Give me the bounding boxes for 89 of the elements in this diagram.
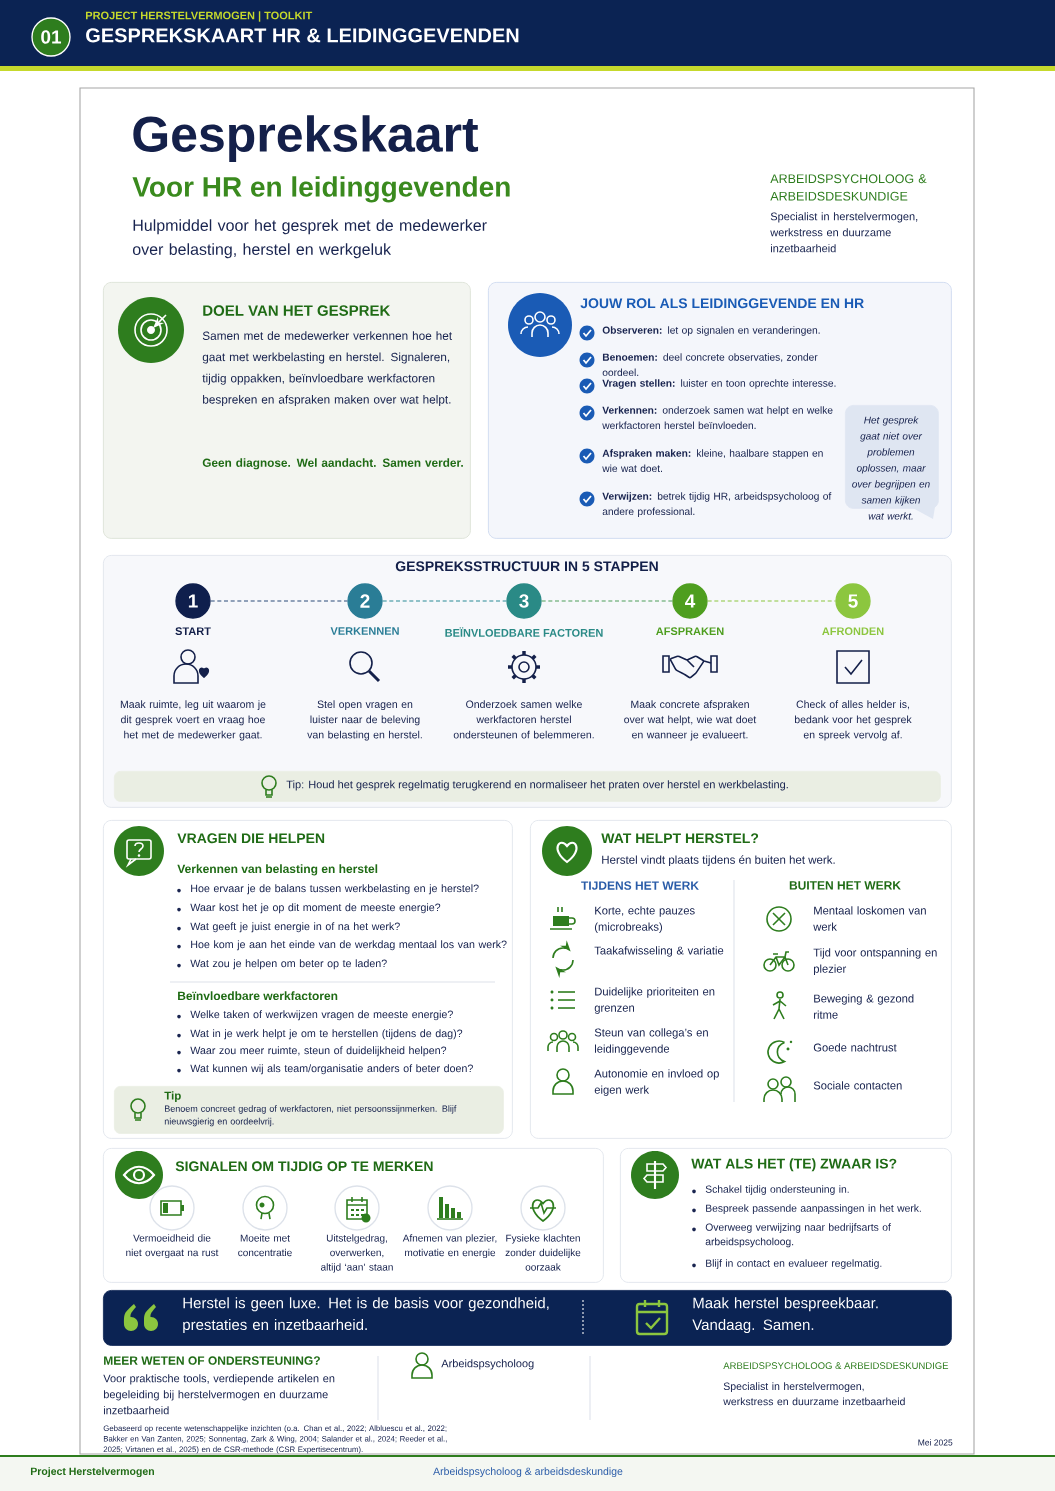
- step-label: VERKENNEN: [330, 627, 399, 635]
- tip-box: [114, 1086, 504, 1134]
- header-title: GESPREKSKAART HR & LEIDINGGEVENDEN: [86, 28, 519, 43]
- slogan-text: Maak herstel bespreekbaar. Vandaag. Samen.: [692, 1297, 878, 1333]
- panel-heading: SIGNALEN OM TIJDIG OP TE MERKEN: [175, 1161, 433, 1172]
- tip-text: Benoem concreet gedrag of werkfactoren, niet persoonssijnmerken. Blijf nieuwsgierig en oordeelvrij.: [164, 1105, 457, 1127]
- list-item: Overweeg verwijzing naar bedrijfsarts of arbeidspsycholoog.: [692, 1223, 891, 1248]
- header-kicker: PROJECT HERSTELVERMOGEN | TOOLKIT: [86, 11, 313, 22]
- list-item: Afspraken maken: kleine, haalbare stappen en wie wat doet.: [602, 449, 823, 473]
- signal-caption: Vermoeidheid die niet overgaat na rust: [126, 1234, 219, 1259]
- list-item: Welke taken of werkwijzen vragen de meeste energie?: [177, 1010, 453, 1021]
- list-item: Wat geeft je juist energie in of na het werk?: [177, 922, 400, 933]
- panel-subtitle: Herstel vindt plaats tijdens én buiten het werk.: [602, 855, 835, 867]
- main-title: Gesprekskaart: [133, 115, 479, 162]
- footer-text: Project Herstelvermogen: [31, 1467, 154, 1478]
- signal-caption: Uitstelgedrag, overwerken, altijd ‘aan’ staan: [321, 1234, 393, 1273]
- tip-text: Tip: Houd het gesprek regelmatig terugkerend en normaliseer het praten over herstel en werkbelasting.: [286, 780, 788, 791]
- step-description: Check of alles helder is, bedank voor het gesprek en spreek vervolg af.: [794, 700, 912, 741]
- step-description: Maak ruimte, leg uit waarom je dit gesprek voert en vraag hoe het met de medewerker gaat.: [120, 700, 266, 741]
- specialism-text: Specialist in herstelvermogen, werkstress en duurzame inzetbaarheid: [723, 1382, 905, 1406]
- list-item: Blijf in contact en evalueer regelmatig.: [692, 1259, 882, 1269]
- number-badge: 01: [31, 17, 71, 57]
- list-item: Korte, echte pauzes (microbreaks): [594, 906, 695, 933]
- quote-text: Herstel is geen luxe. Het is de basis voor gezondheid, prestaties en inzetbaarheid.: [183, 1297, 549, 1333]
- info-panel: [620, 1148, 952, 1283]
- list-item: Mentaal loskomen van werk: [813, 906, 926, 931]
- connector-line: [541, 600, 673, 602]
- list-item: Tijd voor ontspanning en plezier: [813, 948, 937, 975]
- connector-line: [382, 600, 507, 602]
- list-item: Autonomie en invloed op eigen werk: [594, 1069, 719, 1096]
- subtitle: Voor HR en leidinggevenden: [132, 176, 510, 203]
- list-item: Hoe kom je aan het einde van de werkdag mentaal los van werk?: [177, 940, 507, 951]
- subheading: Beïnvloedbare werkfactoren: [178, 991, 338, 1001]
- section-heading: GESPREKSSTRUCTUUR IN 5 STAPPEN: [395, 561, 658, 572]
- list-item: Beweging & gezond ritme: [814, 994, 914, 1019]
- signal-caption: Fysieke klachten zonder duidelijke oorzaak: [505, 1234, 581, 1271]
- list-item: Goede nachtrust: [813, 1043, 897, 1052]
- list-item: Verwijzen: betrek tijdig HR, arbeidspsycholoog of andere professional.: [602, 492, 832, 518]
- quote-text: Het gesprek gaat niet over problemen oplossen, maar over begrijpen en samen kijken wat werkt.: [852, 416, 930, 520]
- list-item: Waar kost het je op dit moment de meeste energie?: [177, 903, 441, 914]
- list-item: Schakel tijdig ondersteuning in.: [692, 1185, 849, 1195]
- list-item: Verkennen: onderzoek samen wat helpt en welke werkfactoren herstel beïnvloeden.: [602, 406, 833, 430]
- footer-text: Arbeidspsycholoog & arbeidsdeskundige: [433, 1467, 623, 1478]
- tip-bar: [114, 771, 941, 802]
- column-heading: BUITEN HET WERK: [789, 881, 901, 890]
- info-panel: [530, 820, 952, 1139]
- tagline: Hulpmiddel voor het gesprek met de medewerker over belasting, herstel en werkgeluk: [132, 219, 487, 259]
- signal-caption: Moeite met concentratie: [238, 1234, 292, 1257]
- list-item: Waar zou meer ruimte, steun of duidelijkheid helpen?: [177, 1046, 447, 1057]
- info-panel: [103, 282, 471, 539]
- list-item: Sociale contacten: [813, 1081, 902, 1090]
- footer-text: Voor praktische tools, verdiepende artikelen en begeleiding bij herstelvermogen en duurzame inzetbaarheid: [103, 1374, 335, 1415]
- list-item: Steun van collega’s en leidinggevende: [594, 1028, 708, 1055]
- date-text: Mei 2025: [918, 1439, 953, 1446]
- step-label: AFRONDEN: [822, 627, 884, 636]
- list-item: Wat zou je helpen om beter op te laden?: [177, 959, 387, 970]
- list-item: Wat kunnen wij als team/organisatie anders of beter doen?: [177, 1064, 473, 1075]
- list-item: Observeren: let op signalen en veranderingen.: [602, 326, 820, 336]
- panel-heading: DOEL VAN HET GESPREK: [203, 305, 391, 316]
- connector-line: [210, 600, 348, 602]
- step-description: Onderzoek samen welke werkfactoren herstel ondersteunen of belemmeren.: [453, 700, 594, 739]
- step-label: AFSPRAKEN: [656, 627, 724, 636]
- signal-caption: Afnemen van plezier, motivatie en energie: [402, 1234, 497, 1259]
- list-item: Bespreek passende aanpassingen in het werk.: [692, 1204, 921, 1214]
- contact-text: Arbeidspsycholoog: [441, 1359, 534, 1370]
- subheading: Verkennen van belasting en herstel: [177, 864, 378, 876]
- profession-heading: ARBEIDSPSYCHOLOOG & ARBEIDSDESKUNDIGE: [770, 174, 927, 201]
- panel-heading: VRAGEN DIE HELPEN: [177, 833, 325, 844]
- step-label: START: [175, 627, 211, 636]
- specialism-text: Specialist in herstelvermogen, werkstress en duurzame inzetbaarheid: [770, 212, 918, 253]
- emphasis-text: Geen diagnose. Wel aandacht. Samen verder.: [202, 458, 463, 470]
- list-item: Taakafwisseling & variatie: [594, 946, 724, 957]
- list-item: Wat in je werk helpt je om te herstellen (tijdens de dag)?: [177, 1029, 463, 1040]
- list-item: Duidelijke prioriteiten en grenzen: [594, 987, 715, 1014]
- step-description: Maak concrete afspraken over wat helpt, wie wat doet en wanneer je evalueert.: [624, 700, 757, 741]
- list-item: Vragen stellen: luister en toon oprechte interesse.: [602, 379, 836, 389]
- panel-heading: WAT HELPT HERSTEL?: [601, 833, 759, 844]
- column-heading: TIJDENS HET WERK: [581, 881, 699, 890]
- list-item: Benoemen: deel concrete observaties, zonder oordeel.: [602, 353, 818, 377]
- quote-banner: [103, 1290, 952, 1346]
- tip-heading: Tip: [164, 1091, 181, 1102]
- step-label: BEÏNVLOEDBARE FACTOREN: [445, 627, 603, 637]
- connector-line: [707, 600, 836, 602]
- list-item: Hoe ervaar je de balans tussen werkbelasting en je herstel?: [177, 884, 479, 895]
- panel-heading: WAT ALS HET (TE) ZWAAR IS?: [691, 1158, 897, 1172]
- step-description: Stel open vragen en luister naar de beleving van belasting en herstel.: [307, 700, 422, 741]
- profession-heading: ARBEIDSPSYCHOLOOG & ARBEIDSDESKUNDIGE: [723, 1362, 949, 1369]
- body-text: Samen met de medewerker verkennen hoe het gaat met werkbelasting en herstel. Signaleren, tijdig oppakken, beïnvloedbare werkfactoren bespreken en afspraken maken over wat helpt.: [202, 331, 453, 406]
- panel-heading: JOUW ROL ALS LEIDINGGEVENDE EN HR: [580, 298, 864, 309]
